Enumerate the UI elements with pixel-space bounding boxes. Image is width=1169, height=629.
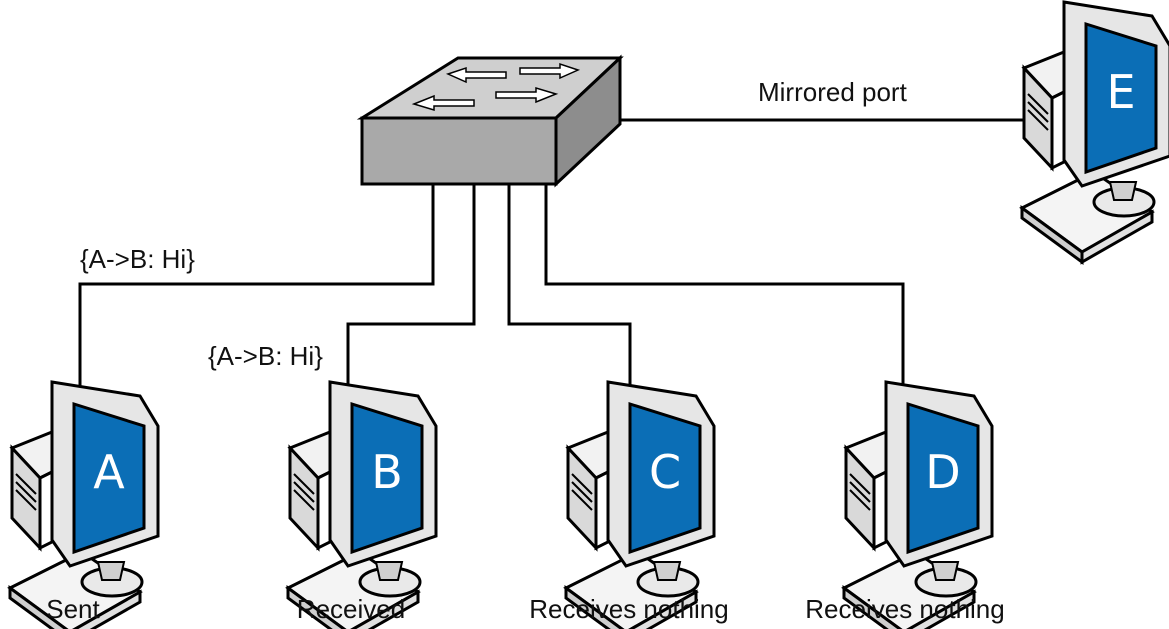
computer-b-letter: B — [371, 445, 403, 499]
computer-d-icon: D — [842, 380, 994, 629]
network-cables — [78, 118, 1040, 398]
computer-a-letter: A — [93, 445, 125, 499]
computer-d-letter: D — [925, 445, 960, 499]
caption-d: Receives nothing — [805, 594, 1004, 624]
computer-e-icon: E — [1020, 0, 1169, 264]
cable-to-b — [346, 182, 476, 393]
caption-a: Sent — [46, 594, 100, 624]
packet-label-received: {A->B: Hi} — [208, 341, 323, 371]
computer-c-letter: C — [649, 445, 681, 499]
cable-to-c — [507, 182, 632, 393]
cable-to-d — [544, 182, 905, 395]
computer-b-icon: B — [286, 380, 438, 629]
packet-label-sent: {A->B: Hi} — [80, 244, 195, 274]
caption-c: Receives nothing — [529, 594, 728, 624]
caption-b: Received — [297, 594, 405, 624]
computer-a-icon: A — [8, 380, 160, 629]
computer-c-icon: C — [564, 380, 716, 629]
network-switch-icon — [356, 54, 624, 188]
mirrored-port-label: Mirrored port — [758, 77, 908, 107]
cable-to-a — [78, 182, 435, 398]
computer-e-letter: E — [1106, 65, 1135, 119]
